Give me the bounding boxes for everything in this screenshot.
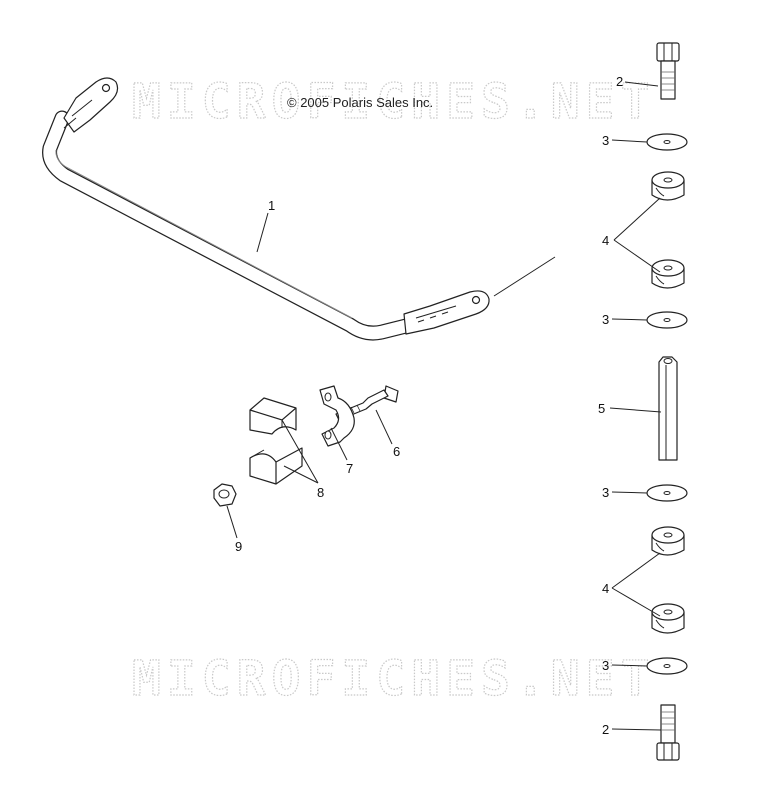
bushing-upper-b xyxy=(651,259,685,289)
callout-2-top: 2 xyxy=(616,74,623,89)
bushing-lower-b xyxy=(651,603,685,634)
callout-4-lower: 4 xyxy=(602,581,609,596)
callout-3-fourth: 3 xyxy=(602,658,609,673)
callout-7: 7 xyxy=(346,461,353,476)
callout-4-upper: 4 xyxy=(602,233,609,248)
leader-lines xyxy=(226,81,662,731)
callout-6: 6 xyxy=(393,444,400,459)
spacer-tube xyxy=(658,356,678,461)
callout-9: 9 xyxy=(235,539,242,554)
callout-1: 1 xyxy=(268,198,275,213)
bushing-bracket xyxy=(319,385,355,447)
watermark-top: MICROFICHES.NET xyxy=(132,74,655,130)
stabilizer-bar xyxy=(42,77,556,341)
watermark-bottom: MICROFICHES.NET xyxy=(132,651,655,707)
callout-3-third: 3 xyxy=(602,485,609,500)
bolt-bottom xyxy=(656,704,680,761)
washer-3 xyxy=(646,484,688,502)
copyright-text: © 2005 Polaris Sales Inc. xyxy=(287,95,433,110)
lock-nut xyxy=(213,483,237,507)
callout-5: 5 xyxy=(598,401,605,416)
bushing-upper-a xyxy=(651,171,685,201)
bolt-top xyxy=(656,42,680,100)
callout-2-bottom: 2 xyxy=(602,722,609,737)
washer-2 xyxy=(646,311,688,329)
bar-bushing-lower xyxy=(249,447,303,485)
callout-3-first: 3 xyxy=(602,133,609,148)
washer-1 xyxy=(646,133,688,151)
bar-bushing-upper xyxy=(249,397,297,435)
bushing-lower-a xyxy=(651,526,685,556)
callout-8: 8 xyxy=(317,485,324,500)
washer-4 xyxy=(646,657,688,675)
callout-3-second: 3 xyxy=(602,312,609,327)
